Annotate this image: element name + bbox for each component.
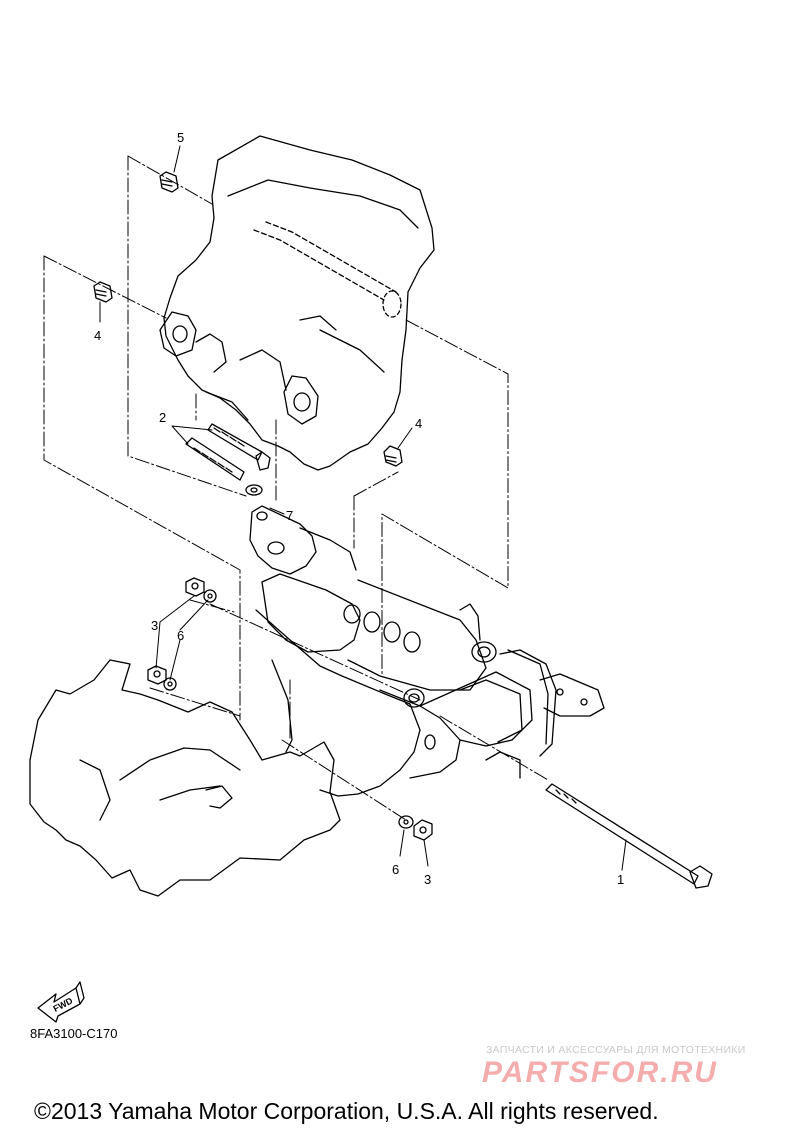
bolt-4-right [383,445,403,467]
callout-6-lower: 6 [392,862,399,877]
mount-boss-left [159,311,197,357]
callout-leaders [99,145,627,871]
engine-block [163,135,435,471]
callout-1: 1 [617,872,624,887]
lower-frame-plate [255,609,605,797]
washer-6-lower [398,815,414,829]
nut-3-upper [185,577,205,597]
exploded-leader-lines [43,155,549,821]
callout-4-left: 4 [94,328,101,343]
bolt-4-left [93,281,113,303]
mount-boss-right [283,375,319,425]
diagram-code: 8FA3100-C170 [30,1026,118,1041]
callout-5: 5 [177,130,184,145]
watermark-tagline: ЗАПЧАСТИ И АКСЕССУАРЫ ДЛЯ МОТОТЕХНИКИ [486,1044,746,1056]
callout-2: 2 [159,410,166,425]
nut-3-mid [147,665,167,685]
bolt-5 [159,171,179,193]
callout-labels: 1 2 3 3 4 4 5 6 6 7 FWD [52,130,625,1014]
washer-6-upper [203,589,217,603]
copyright-text: ©2013 Yamaha Motor Corporation, U.S.A. A… [34,1098,659,1124]
through-bolt-1 [545,783,713,889]
callout-3-upper: 3 [151,618,158,633]
hull-section [29,659,341,897]
fwd-arrow-icon [37,981,85,1023]
engine-mount-bracket [249,505,497,691]
callout-3-lower: 3 [424,872,431,887]
callout-7: 7 [286,508,293,523]
washer-7 [245,484,263,496]
callout-6-upper: 6 [177,628,184,643]
callout-4-right: 4 [415,416,422,431]
watermark-brand: PARTSFOR.RU [482,1056,718,1089]
nut-3-lower [413,819,433,841]
mount-bolts-2 [185,423,271,481]
